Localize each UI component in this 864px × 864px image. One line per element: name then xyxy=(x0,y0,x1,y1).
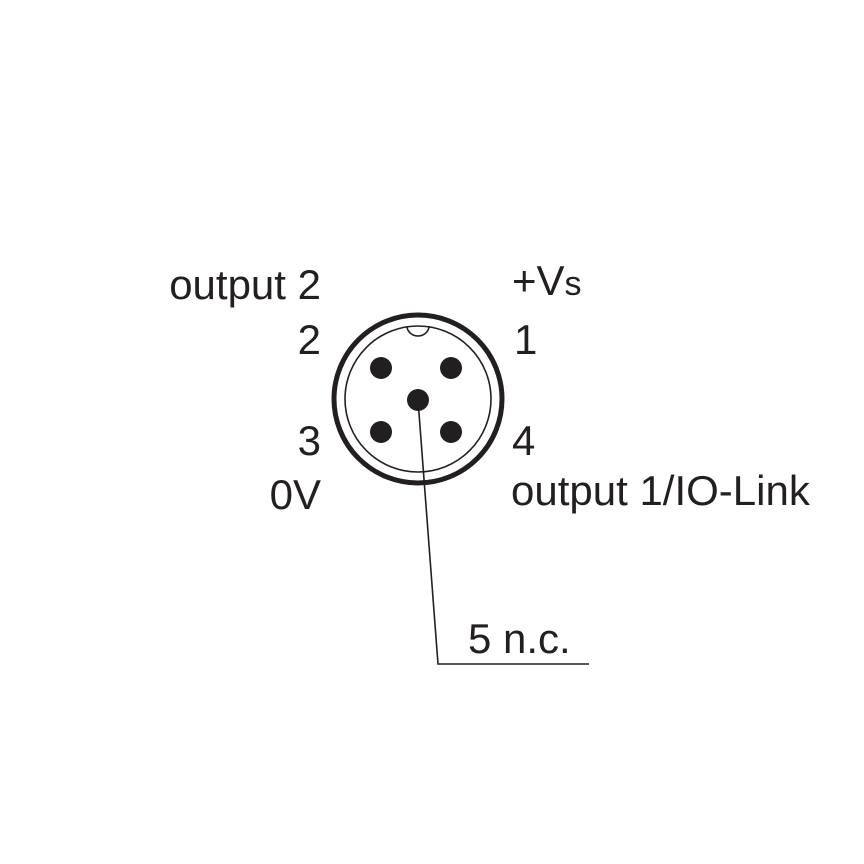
pin-2-number: 2 xyxy=(297,316,321,363)
pin-1-dot xyxy=(440,357,462,379)
pin-4-signal-label: output 1/IO-Link xyxy=(511,467,810,514)
pin-1-signal-label: +Vs xyxy=(512,260,582,302)
pin-1-number: 1 xyxy=(514,316,538,363)
pin-4-dot xyxy=(440,421,462,443)
connector-outer-ring xyxy=(331,312,505,486)
pin-2-signal-label: output 2 xyxy=(169,261,321,308)
pin-2-dot xyxy=(370,357,392,379)
pin-3-dot xyxy=(370,421,392,443)
pin-4-number: 4 xyxy=(512,417,536,464)
pin-3-signal-label: 0V xyxy=(269,471,321,518)
pin-5-label: 5 n.c. xyxy=(468,615,571,662)
connector-inner-ring xyxy=(344,325,492,473)
coding-key-notch xyxy=(406,325,430,337)
pin-5-leader-line xyxy=(417,399,589,665)
pin-3-number: 3 xyxy=(297,417,321,464)
pin-1-signal-sub: s xyxy=(564,265,582,303)
pin-1-signal-main: +V xyxy=(512,257,565,304)
